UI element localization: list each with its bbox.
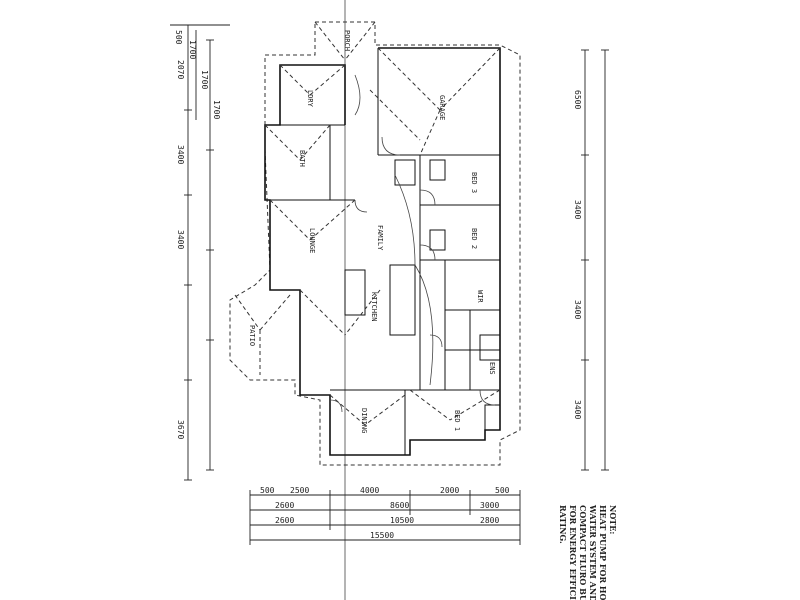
left-dim-4: 3670 (176, 420, 185, 439)
room-label-bed3: BED 3 (470, 172, 478, 193)
top-dim-1: 500 (174, 30, 183, 45)
bottom-dim-r1-1: 500 (260, 486, 275, 495)
bottom-dim-r3-2: 10500 (390, 516, 414, 525)
room-label-bed1: BED 1 (453, 410, 461, 431)
room-label-dining: DINING (360, 408, 368, 433)
bottom-dim-r4-1: 15500 (370, 531, 394, 540)
right-dimension-strings: 6500 3400 3400 3400 (573, 49, 609, 471)
left-dim-3: 3400 (176, 230, 185, 249)
top-dim-2: 1700 (188, 40, 197, 59)
door-swings (329, 74, 496, 413)
note-line-1: HEAT PUMP FOR HOT (598, 505, 608, 600)
room-label-wir: WIR (476, 290, 484, 303)
room-label-porch: PORCH (343, 30, 351, 51)
bottom-dim-r1-4: 2000 (440, 486, 459, 495)
room-label-patio: PATIO (248, 325, 256, 346)
room-label-bed2: BED 2 (470, 228, 478, 249)
note-line-3: COMPACT FLURO BULBS (578, 505, 588, 600)
room-label-kitchen: KITCHEN (370, 292, 378, 322)
top-dim-4: 1700 (212, 100, 221, 119)
note-line-4: FOR ENERGY EFFICIENCY (568, 505, 578, 600)
right-dim-2: 3400 (573, 200, 582, 219)
bottom-dim-r2-1: 2600 (275, 501, 294, 510)
room-label-ldry: LDRY (306, 90, 314, 108)
note-line-2: WATER SYSTEM AND (588, 504, 598, 600)
bottom-dim-r1-3: 4000 (360, 486, 379, 495)
room-labels: GARAGE BED 3 BED 2 KITCHEN FAMILY LOUNGE… (248, 30, 496, 433)
right-dim-4: 3400 (573, 400, 582, 419)
room-label-garage: GARAGE (438, 95, 446, 120)
bottom-dim-r2-3: 3000 (480, 501, 499, 510)
note-title: NOTE: (608, 505, 618, 534)
left-dimension-strings: 2070 3400 3400 3670 (176, 24, 214, 481)
left-dim-1: 2070 (176, 60, 185, 79)
note-line-5: RATING. (558, 505, 568, 544)
right-dim-3: 3400 (573, 300, 582, 319)
left-dim-2: 3400 (176, 145, 185, 164)
note-block: NOTE: HEAT PUMP FOR HOT WATER SYSTEM AND… (558, 504, 618, 600)
top-dim-3: 1700 (200, 70, 209, 89)
room-label-lounge: LOUNGE (308, 228, 316, 253)
roof-hip-lines (234, 21, 501, 426)
bottom-dim-r2-2: 8600 (390, 501, 409, 510)
room-label-family: FAMILY (376, 225, 384, 251)
right-dim-1: 6500 (573, 90, 582, 109)
bottom-dim-r3-3: 2800 (480, 516, 499, 525)
room-label-ens: ENS (488, 362, 496, 375)
bottom-dim-r1-2: 2500 (290, 486, 309, 495)
bottom-dim-r3-1: 2600 (275, 516, 294, 525)
walls (264, 47, 501, 456)
bottom-dim-r1-5: 500 (495, 486, 510, 495)
bottom-dimension-strings: 500 2500 4000 2000 500 2600 8600 3000 26… (249, 486, 521, 545)
top-dimension-strings: 500 1700 1700 1700 (170, 24, 230, 119)
room-label-bath: BATH (298, 150, 306, 167)
